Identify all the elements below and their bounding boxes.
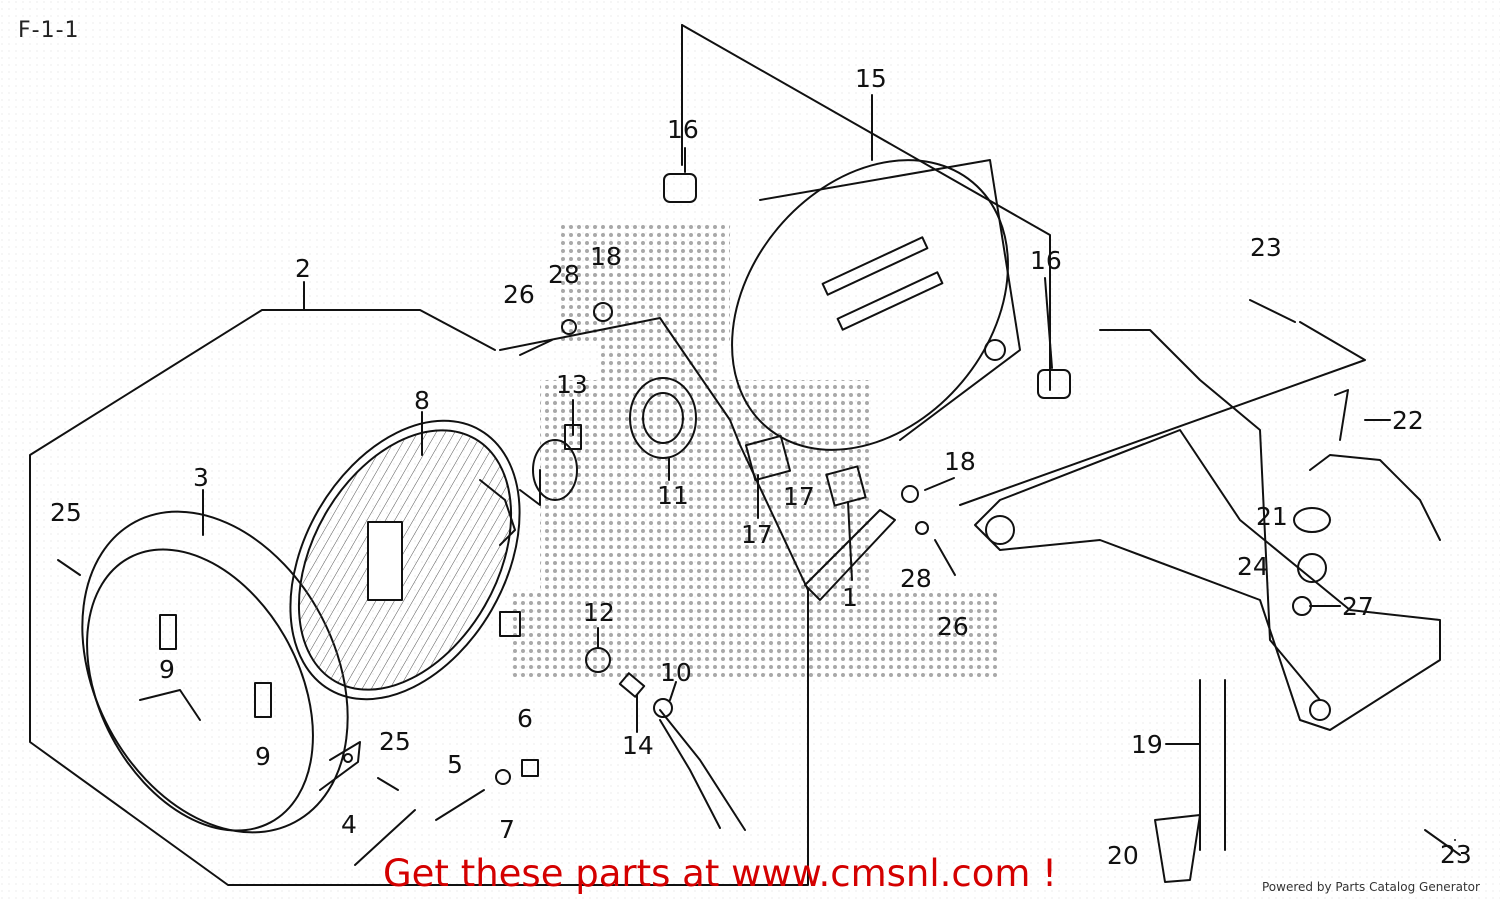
callout-6[interactable]: 6 bbox=[517, 704, 533, 733]
callout-17a[interactable]: 17 bbox=[741, 520, 773, 549]
page-title: F-1-1 bbox=[18, 18, 80, 43]
rim-ring-drawing bbox=[81, 510, 361, 834]
callout-17b[interactable]: 17 bbox=[783, 482, 815, 511]
callout-27[interactable]: 27 bbox=[1342, 592, 1374, 621]
callout-20[interactable]: 20 bbox=[1107, 841, 1139, 870]
callout-9b[interactable]: 9 bbox=[255, 742, 271, 771]
callout-21[interactable]: 21 bbox=[1256, 502, 1288, 531]
callout-23b[interactable]: 23 bbox=[1440, 840, 1472, 869]
collar-16b bbox=[1037, 369, 1071, 399]
callout-9a[interactable]: 9 bbox=[159, 655, 175, 684]
callout-14[interactable]: 14 bbox=[622, 731, 654, 760]
callout-25b[interactable]: 25 bbox=[379, 727, 411, 756]
headlight-unit-drawing bbox=[289, 419, 521, 701]
callout-3[interactable]: 3 bbox=[193, 463, 209, 492]
callout-12[interactable]: 12 bbox=[583, 598, 615, 627]
callout-13[interactable]: 13 bbox=[556, 370, 588, 399]
callout-1[interactable]: 1 bbox=[842, 583, 858, 612]
bracket-drawing bbox=[974, 329, 1441, 851]
collar-16a bbox=[663, 173, 697, 203]
callout-23a[interactable]: 23 bbox=[1250, 233, 1282, 262]
callout-16a[interactable]: 16 bbox=[667, 115, 699, 144]
callout-28b[interactable]: 28 bbox=[900, 564, 932, 593]
callout-26a[interactable]: 26 bbox=[503, 280, 535, 309]
callout-5[interactable]: 5 bbox=[447, 750, 463, 779]
callout-4[interactable]: 4 bbox=[341, 810, 357, 839]
callout-18a[interactable]: 18 bbox=[590, 242, 622, 271]
callout-24[interactable]: 24 bbox=[1237, 552, 1269, 581]
callout-2[interactable]: 2 bbox=[295, 254, 311, 283]
callout-15[interactable]: 15 bbox=[855, 64, 887, 93]
callout-18b[interactable]: 18 bbox=[944, 447, 976, 476]
cmsnl-parts-link[interactable]: Get these parts at www.cmsnl.com ! bbox=[383, 852, 1058, 895]
callout-16b[interactable]: 16 bbox=[1030, 246, 1062, 275]
group-outline-2 bbox=[29, 309, 809, 886]
headlight-case-drawing bbox=[731, 159, 1021, 451]
callout-26b[interactable]: 26 bbox=[937, 612, 969, 641]
callout-28a[interactable]: 28 bbox=[548, 260, 580, 289]
callout-19[interactable]: 19 bbox=[1131, 730, 1163, 759]
callout-10[interactable]: 10 bbox=[660, 658, 692, 687]
callout-22[interactable]: 22 bbox=[1392, 406, 1424, 435]
callout-25a[interactable]: 25 bbox=[50, 498, 82, 527]
powered-by-text: Powered by Parts Catalog Generator bbox=[1262, 880, 1480, 894]
socket-drawing bbox=[629, 377, 697, 459]
callout-7[interactable]: 7 bbox=[499, 815, 515, 844]
callout-8[interactable]: 8 bbox=[414, 386, 430, 415]
callout-11[interactable]: 11 bbox=[657, 481, 689, 510]
